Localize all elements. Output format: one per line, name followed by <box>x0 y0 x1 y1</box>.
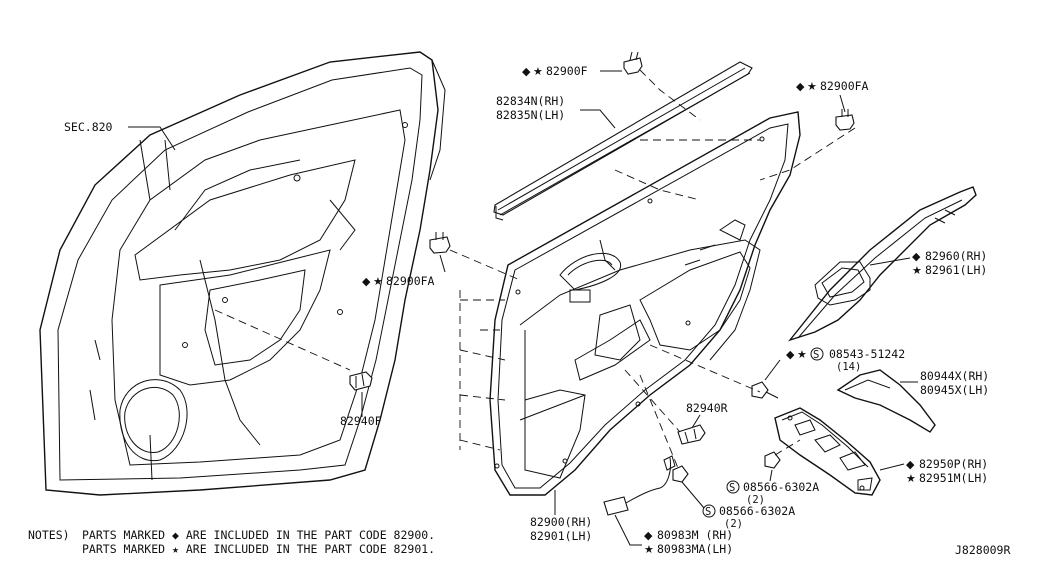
weatherstrip <box>493 61 753 221</box>
screw-08543 <box>751 381 779 399</box>
s-symbol: S <box>705 506 711 518</box>
s-symbol: S <box>729 482 735 494</box>
label-trim-lh: 82901(LH) <box>530 529 592 543</box>
screw-08566-mid <box>764 451 781 469</box>
label-82940r: 82940R <box>686 401 728 415</box>
clip-82900fa-top <box>835 109 855 131</box>
label-screw-top-qty: (14) <box>836 361 861 373</box>
label-screw-mid: 08566-6302A <box>743 480 819 494</box>
label-harness-lh: 80983MA(LH) <box>657 542 733 556</box>
door-trim-panel <box>489 111 801 496</box>
label-switch-base-rh: 82950P(RH) <box>919 457 988 471</box>
label-finisher-lh: 80945X(LH) <box>920 383 989 397</box>
label-screw-top: 08543-51242 <box>829 347 905 361</box>
star-symbol: ★ <box>797 348 807 361</box>
diamond-symbol: ◆ <box>796 80 805 93</box>
label-weatherstrip-rh: 82834N(RH) <box>496 94 565 108</box>
label-trim-rh: 82900(RH) <box>530 515 592 529</box>
notes-prefix: NOTES) <box>28 528 70 542</box>
star-symbol: ★ <box>644 543 654 556</box>
label-weatherstrip-lh: 82835N(LH) <box>496 108 565 122</box>
diamond-symbol: ◆ <box>362 275 371 288</box>
s-circle-icon <box>726 480 740 494</box>
diagram-id: J828009R <box>955 543 1010 557</box>
notes-line-1: PARTS MARKED ◆ ARE INCLUDED IN THE PART … <box>82 528 435 542</box>
star-symbol: ★ <box>906 472 916 485</box>
label-finisher-rh: 80944X(RH) <box>920 369 989 383</box>
door-inner-panel <box>39 51 446 496</box>
switch-base <box>774 407 881 496</box>
clip-82940r <box>677 424 706 445</box>
diamond-symbol: ◆ <box>786 348 795 361</box>
notes-line-2: PARTS MARKED ★ ARE INCLUDED IN THE PART … <box>82 542 435 556</box>
diamond-symbol: ◆ <box>912 250 921 263</box>
clip-82900f <box>623 51 643 75</box>
star-symbol: ★ <box>912 264 922 277</box>
label-screw-mid-qty: (2) <box>746 494 765 506</box>
label-82900fa-top: 82900FA <box>820 79 869 93</box>
label-sec-820: SEC.820 <box>64 120 113 134</box>
label-screw-low: 08566-6302A <box>719 504 795 518</box>
star-symbol: ★ <box>533 65 543 78</box>
label-switch-base-lh: 82951M(LH) <box>919 471 988 485</box>
label-screw-low-qty: (2) <box>724 518 743 530</box>
label-grip-lh: 82961(LH) <box>925 263 987 277</box>
clip-82940f <box>349 371 373 391</box>
diamond-symbol: ◆ <box>906 458 915 471</box>
screw-08566-low <box>672 465 689 483</box>
label-82900f: 82900F <box>546 64 588 78</box>
s-circle-icon <box>810 347 824 361</box>
star-symbol: ★ <box>807 80 817 93</box>
clip-82900fa-left <box>429 232 451 254</box>
diamond-symbol: ◆ <box>644 529 653 542</box>
s-circle-icon <box>702 504 716 518</box>
finisher-80944x <box>836 369 936 433</box>
label-82940f: 82940F <box>340 414 382 428</box>
label-grip-rh: 82960(RH) <box>925 249 987 263</box>
assist-grip <box>788 186 977 342</box>
harness-80983m <box>603 455 676 516</box>
label-82900fa-left: 82900FA <box>386 274 435 288</box>
diamond-symbol: ◆ <box>522 65 531 78</box>
star-symbol: ★ <box>373 275 383 288</box>
label-harness-rh: 80983M (RH) <box>657 528 733 542</box>
s-symbol: S <box>813 349 819 361</box>
